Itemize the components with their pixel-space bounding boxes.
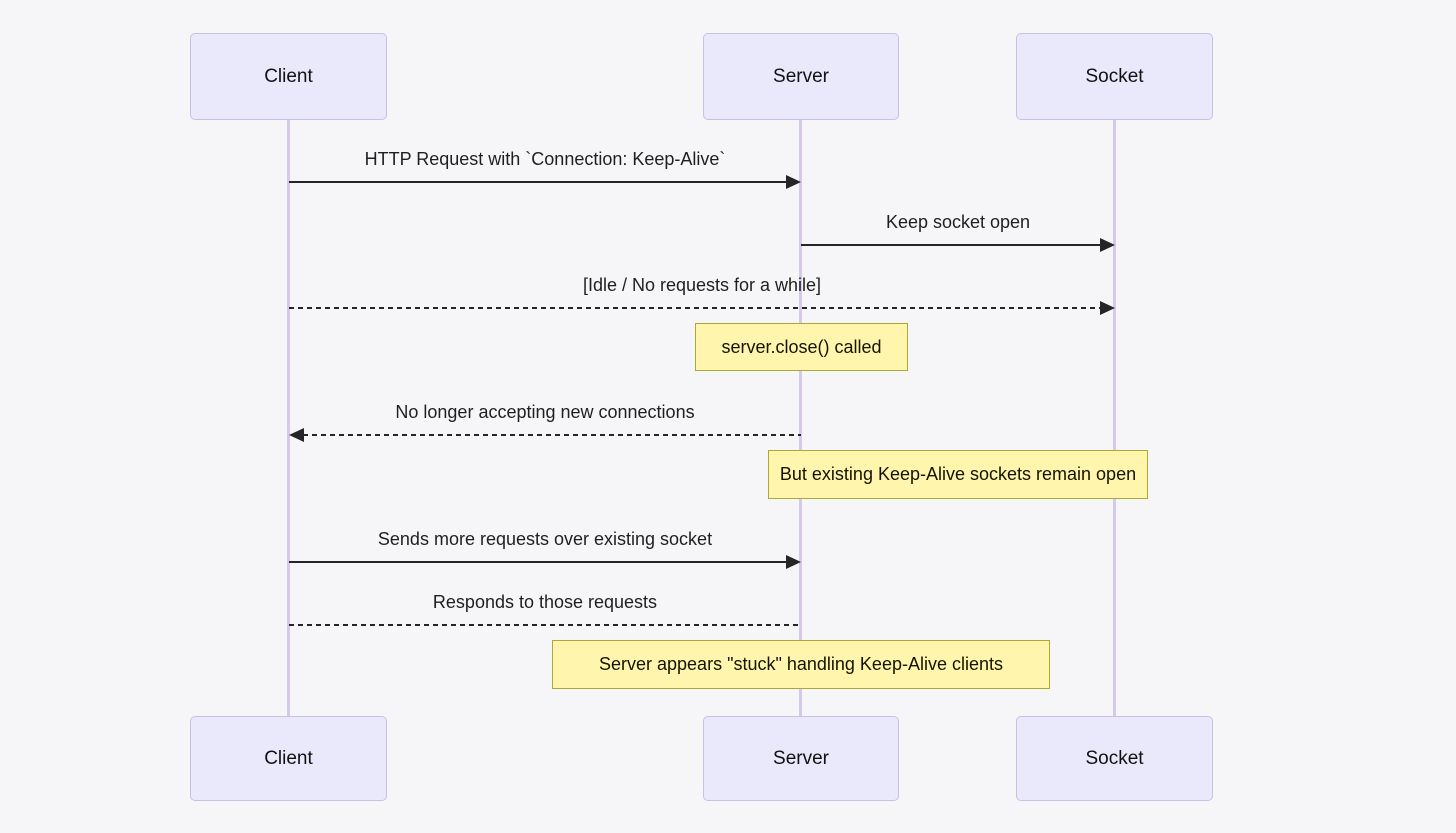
actor-socket-top: Socket <box>1016 33 1213 120</box>
message-line-idle <box>289 307 1101 309</box>
message-label-responds: Responds to those requests <box>432 592 658 612</box>
actor-server-bottom: Server <box>703 716 899 801</box>
message-label-keep-socket-open: Keep socket open <box>885 212 1031 232</box>
arrowhead-right-icon <box>1100 238 1115 252</box>
message-label-sends-more-requests: Sends more requests over existing socket <box>377 529 713 549</box>
message-label-no-longer-accepting: No longer accepting new connections <box>395 402 695 422</box>
message-line-keep-socket-open <box>801 244 1101 246</box>
message-label-idle: [Idle / No requests for a while] <box>582 275 822 295</box>
message-line-sends-more-requests <box>289 561 787 563</box>
actor-socket-bottom: Socket <box>1016 716 1213 801</box>
lifeline-socket <box>1113 120 1116 716</box>
message-line-responds <box>289 624 801 626</box>
lifeline-server <box>799 120 802 716</box>
message-label-http-request: HTTP Request with `Connection: Keep-Aliv… <box>364 149 726 169</box>
message-line-http-request <box>289 181 787 183</box>
actor-client-bottom: Client <box>190 716 387 801</box>
arrowhead-right-icon <box>786 555 801 569</box>
note-server-stuck: Server appears "stuck" handling Keep-Ali… <box>552 640 1050 689</box>
note-server-close: server.close() called <box>695 323 908 371</box>
actor-server-top: Server <box>703 33 899 120</box>
lifeline-client <box>287 120 290 716</box>
arrowhead-right-icon <box>786 175 801 189</box>
message-line-no-longer-accepting <box>303 434 801 436</box>
arrowhead-right-icon <box>1100 301 1115 315</box>
arrowhead-left-icon <box>289 428 304 442</box>
note-existing-sockets: But existing Keep-Alive sockets remain o… <box>768 450 1148 499</box>
actor-client-top: Client <box>190 33 387 120</box>
